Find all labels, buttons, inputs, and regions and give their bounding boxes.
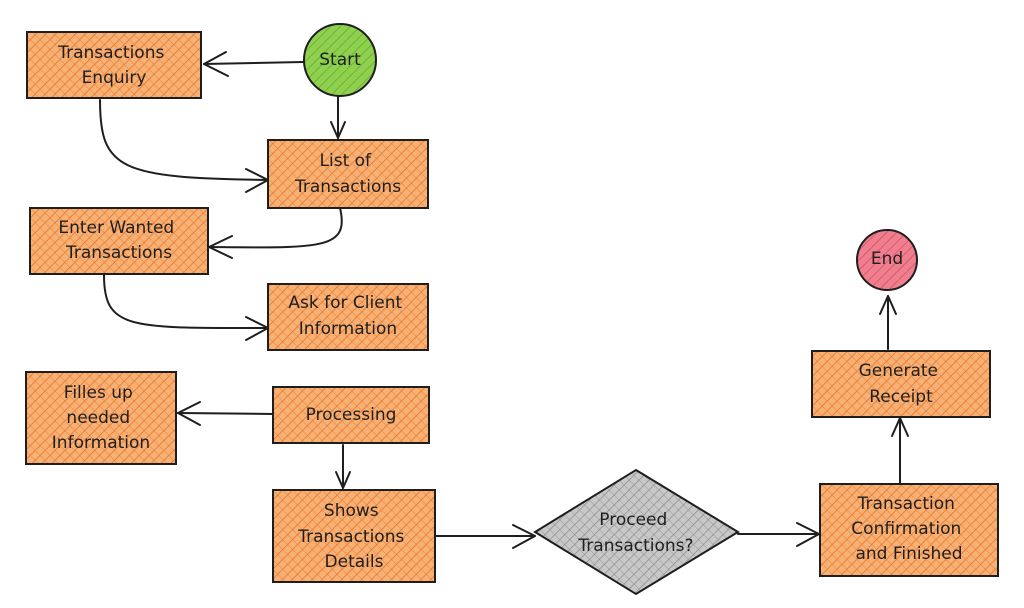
node-end-label: End xyxy=(871,249,903,269)
node-enquiry-label: Transactions Enquiry xyxy=(57,43,170,88)
node-processing-line-1: Processing xyxy=(306,405,397,425)
node-confirm-label: Transaction Confirmation and Finished xyxy=(851,494,966,564)
node-confirm-line-2: Confirmation xyxy=(851,519,961,539)
node-list: List of Transactions xyxy=(267,139,429,209)
node-list-label: List of Transactions xyxy=(294,151,401,197)
node-filles-line-3: Information xyxy=(52,433,150,453)
edges-layer xyxy=(99,51,909,549)
node-ask-client-line-2: Information xyxy=(299,319,397,339)
node-confirm-line-1: Transaction xyxy=(857,494,955,514)
node-list-line-2: Transactions xyxy=(294,177,401,197)
node-enter-line-1: Enter Wanted xyxy=(58,218,174,238)
node-shows-line-2: Transactions xyxy=(297,527,404,547)
node-end-line-1: End xyxy=(871,249,903,269)
node-ask-client-line-1: Ask for Client xyxy=(288,293,402,313)
node-enquiry-line-1: Transactions xyxy=(57,43,164,63)
arrowhead-end xyxy=(879,295,897,315)
node-processing-label: Processing xyxy=(306,405,397,425)
node-shows: Shows Transactions Details xyxy=(272,489,436,583)
node-proceed-line-2: Transactions? xyxy=(577,536,693,556)
edge-enquiry-to-list xyxy=(99,99,269,181)
node-end: End xyxy=(856,229,918,291)
node-processing: Processing xyxy=(272,386,430,444)
node-start-line-1: Start xyxy=(319,50,361,70)
edge-enter-to-ask xyxy=(103,274,269,330)
node-shows-line-1: Shows xyxy=(324,501,379,521)
node-filles-line-1: Filles up xyxy=(64,383,133,403)
node-start: Start xyxy=(303,23,377,97)
node-proceed-decision: Proceed Transactions? xyxy=(533,468,740,596)
node-confirm: Transaction Confirmation and Finished xyxy=(819,483,999,577)
arrowhead-filles xyxy=(177,401,201,426)
edge-start-to-enquiry xyxy=(203,61,304,65)
node-filles-label: Filles up needed Information xyxy=(52,383,150,453)
node-receipt: Generate Receipt xyxy=(811,350,991,418)
arrowhead-proceed xyxy=(512,524,536,549)
edge-list-to-enter xyxy=(208,207,343,249)
node-receipt-label: Generate Receipt xyxy=(859,361,944,407)
node-enter-label: Enter Wanted Transactions xyxy=(58,218,179,263)
node-enquiry-line-2: Enquiry xyxy=(82,68,147,88)
node-ask-client-label: Ask for Client Information xyxy=(288,293,407,339)
node-list-line-1: List of xyxy=(320,151,373,171)
node-start-label: Start xyxy=(319,50,361,70)
node-ask-client: Ask for Client Information xyxy=(267,283,429,351)
node-receipt-line-2: Receipt xyxy=(869,387,933,407)
node-filles: Filles up needed Information xyxy=(25,371,177,465)
node-filles-line-2: needed xyxy=(66,408,130,428)
node-proceed-label: Proceed Transactions? xyxy=(577,510,693,556)
node-shows-line-3: Details xyxy=(325,552,384,572)
node-shows-label: Shows Transactions Details xyxy=(297,501,410,572)
arrowhead-list-from-start xyxy=(330,121,346,139)
node-enter: Enter Wanted Transactions xyxy=(29,207,209,275)
arrowhead-shows xyxy=(335,471,351,489)
node-enter-line-2: Transactions xyxy=(65,243,172,263)
arrowhead-enquiry xyxy=(203,51,229,77)
node-proceed-line-1: Proceed xyxy=(599,510,667,530)
node-enquiry: Transactions Enquiry xyxy=(26,31,202,99)
node-confirm-line-3: and Finished xyxy=(855,544,962,564)
node-receipt-line-1: Generate xyxy=(859,361,938,381)
edge-processing-to-filles xyxy=(177,412,274,415)
